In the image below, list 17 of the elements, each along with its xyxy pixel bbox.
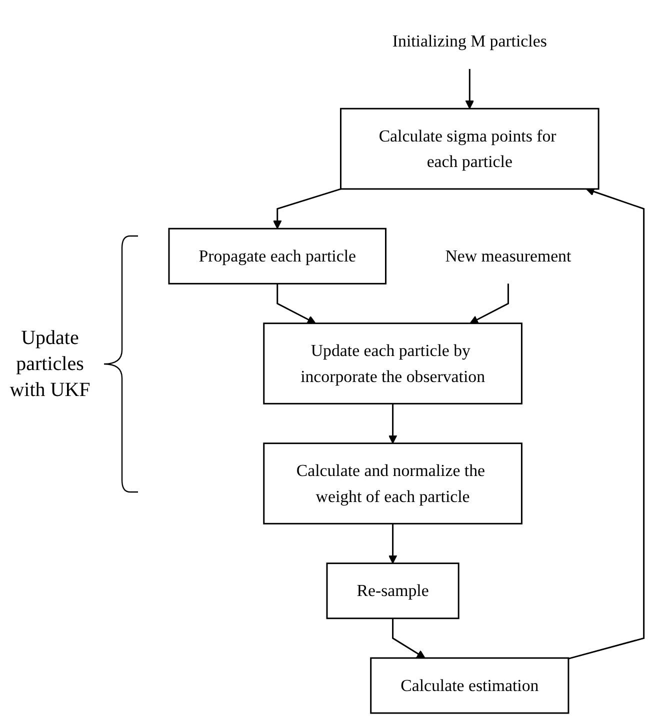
- node-text: New measurement: [445, 246, 572, 266]
- node-box: Update each particle by incorporate the observation: [263, 322, 523, 404]
- node-box: Re-sample: [326, 562, 460, 620]
- arrow: [273, 188, 342, 230]
- arrow: [388, 404, 398, 444]
- node-box: Calculate estimation: [370, 657, 570, 714]
- node-box: Propagate each particle: [168, 228, 387, 284]
- arrow: [465, 68, 474, 110]
- arrow: [568, 187, 645, 660]
- node-box: Calculate and normalize the weight of each particle: [263, 442, 523, 524]
- bracket-label: Update particles with UKF: [8, 326, 92, 402]
- arrow: [276, 284, 316, 324]
- arrow: [392, 618, 426, 658]
- arrow: [470, 284, 510, 324]
- node-text: Initializing M particles: [392, 32, 547, 51]
- node-box: Calculate sigma points for each particle: [340, 108, 600, 190]
- arrow: [388, 524, 398, 564]
